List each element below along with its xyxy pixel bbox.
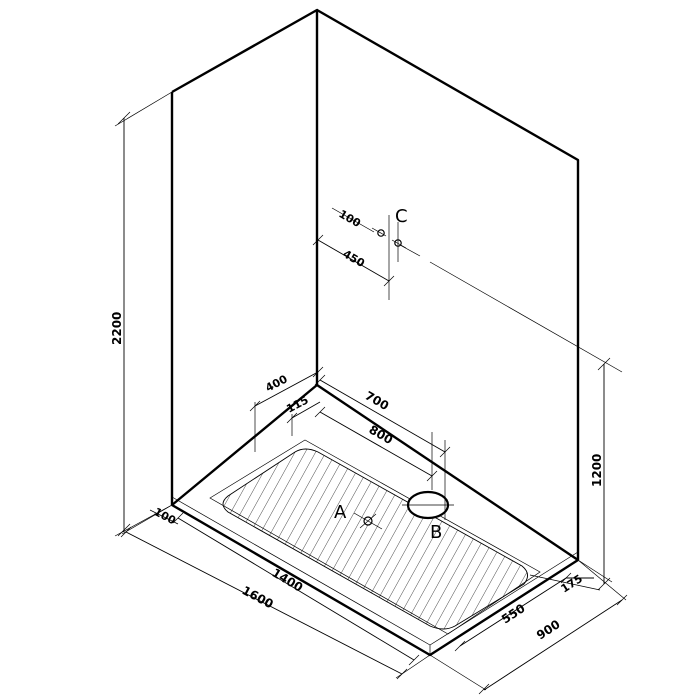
dim-1600: 1600: [240, 583, 276, 611]
drain-a-marker: A: [334, 502, 383, 530]
tray-basin: [209, 439, 541, 635]
dimension-lines: [114, 91, 628, 695]
valve-label: C: [395, 206, 408, 227]
dim-2200: 2200: [110, 312, 124, 345]
dim-700: 700: [363, 388, 392, 413]
waste-label: B: [430, 522, 442, 543]
dim-900: 900: [534, 617, 563, 642]
dim-800: 800: [367, 422, 396, 447]
valve-c-marker: C: [371, 206, 408, 300]
dim-115: 115: [284, 393, 310, 415]
drain-label: A: [334, 502, 347, 523]
wall-outline: [170, 8, 580, 560]
dim-100-valve: 100: [337, 207, 364, 230]
dim-450: 450: [341, 247, 368, 270]
dim-175: 175: [559, 572, 585, 595]
dim-100-front: 100: [152, 505, 179, 527]
dim-1400: 1400: [269, 566, 305, 595]
dim-400: 400: [263, 372, 290, 394]
dim-1200: 1200: [590, 454, 604, 487]
